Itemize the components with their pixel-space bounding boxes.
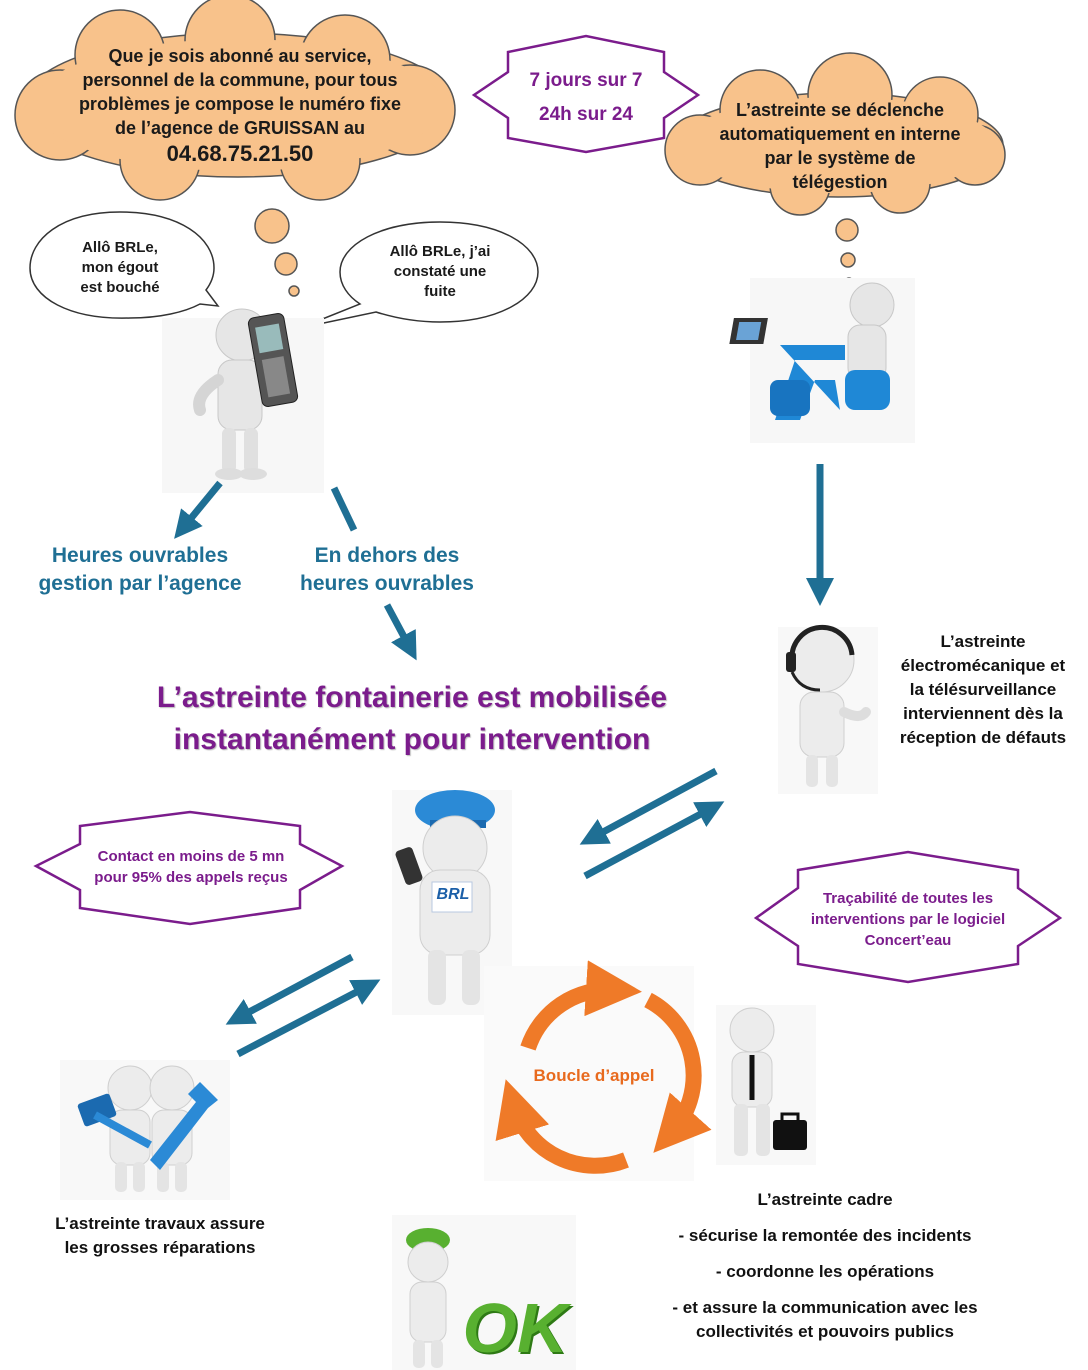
works-line-1: L’astreinte travaux assure: [55, 1214, 265, 1233]
badge-traceability-line-1: Traçabilité de toutes les: [822, 890, 994, 907]
bubble-left-shape: [29, 211, 220, 319]
management-title: L’astreinte cadre: [757, 1190, 893, 1209]
branch-after-hours-line-1: En dehors des: [314, 544, 460, 567]
call-loop-label: Boucle d’appel: [533, 1066, 655, 1085]
management-text: L’astreinte cadre - sécurise la remontée…: [630, 1188, 1020, 1344]
arrow-to-fontainerie: [383, 603, 417, 661]
badge-contact-line-1: Contact en moins de 5 mn: [97, 848, 285, 865]
cloud-right-shape: [664, 52, 1006, 287]
bubble-left-line-2: mon égout: [81, 259, 159, 276]
cloud-right-line-4: télégestion: [792, 172, 888, 192]
cloud-right-line-3: par le système de: [764, 148, 916, 168]
works-team-figure: [60, 1060, 230, 1200]
cloud-right-line-2: automatiquement en interne: [719, 124, 961, 144]
arrow-works-to-brl: [236, 979, 381, 1058]
bubble-right-shape: [299, 221, 539, 329]
bubble-right-line-1: Allô BRLe, j’ai: [389, 243, 491, 260]
arrow-brl-to-works: [225, 953, 354, 1025]
branch-business-hours: Heures ouvrables gestion par l’agence: [20, 542, 260, 598]
badge-traceability-shape: [753, 850, 1063, 984]
branch-business-hours-line-2: gestion par l’agence: [38, 572, 242, 595]
cloud-left-line-1: Que je sois abonné au service,: [108, 46, 372, 66]
badge-traceability-line-2: interventions par le logiciel: [810, 911, 1006, 928]
electromech-line-5: réception de défauts: [899, 728, 1067, 747]
management-item-3b: collectivités et pouvoirs publics: [696, 1322, 954, 1341]
cloud-left-line-3: problèmes je compose le numéro fixe: [78, 94, 402, 114]
main-title-line-1: L’astreinte fontainerie est mobilisée: [156, 681, 668, 714]
electromech-line-2: électromécanique et: [900, 656, 1066, 675]
works-line-2: les grosses réparations: [64, 1238, 256, 1257]
operator-figure: [729, 278, 915, 443]
ok-badge: OK: [462, 1289, 568, 1367]
brl-logo: BRL: [436, 886, 470, 903]
electromech-line-3: la télésurveillance: [909, 680, 1057, 699]
branch-after-hours-line-2: heures ouvrables: [300, 572, 474, 595]
main-title-line-2: instantanément pour intervention: [173, 723, 651, 756]
cloud-right-line-1: L’astreinte se déclenche: [735, 100, 945, 120]
badge-traceability-line-3: Concert’eau: [864, 932, 952, 949]
electromech-text: L’astreinte électromécanique et la télés…: [880, 630, 1086, 750]
badge-availability-text: 7 jours sur 7 24h sur 24: [508, 64, 664, 132]
badge-availability-line-1: 7 jours sur 7: [529, 70, 643, 91]
manager-figure: [716, 1005, 816, 1165]
badge-contact-line-2: pour 95% des appels reçus: [94, 869, 288, 886]
agency-phone-number: 04.68.75.21.50: [166, 141, 314, 166]
ok-figure: [392, 1215, 576, 1370]
caller-figure: [162, 308, 324, 493]
cloud-left-text: Que je sois abonné au service, personnel…: [40, 44, 440, 166]
bubble-right-text: Allô BRLe, j’ai constaté une fuite: [355, 242, 525, 302]
bubble-right-line-2: constaté une: [393, 263, 487, 280]
badge-traceability-text: Traçabilité de toutes les interventions …: [790, 888, 1026, 951]
headset-figure: [778, 624, 878, 794]
electromech-line-1: L’astreinte: [940, 632, 1026, 651]
electromech-line-4: interviennent dès la: [903, 704, 1063, 723]
badge-contact-shape: [33, 810, 345, 926]
call-loop-shape: [484, 960, 712, 1181]
management-item-1: - sécurise la remontée des incidents: [678, 1226, 972, 1245]
cloud-left-line-4: de l’agence de GRUISSAN au: [114, 118, 366, 138]
bubble-left-text: Allô BRLe, mon égout est bouché: [40, 238, 200, 298]
badge-contact-text: Contact en moins de 5 mn pour 95% des ap…: [72, 846, 310, 888]
badge-availability-line-2: 24h sur 24: [539, 104, 633, 125]
management-item-2: - coordonne les opérations: [715, 1262, 935, 1281]
arrow-to-after-hours: [330, 486, 358, 532]
brl-agent-figure: [392, 790, 512, 1015]
badge-availability-shape: [471, 34, 701, 154]
cloud-left-line-2: personnel de la commune, pour tous: [82, 70, 398, 90]
cloud-right-text: L’astreinte se déclenche automatiquement…: [690, 98, 990, 194]
branch-business-hours-line-1: Heures ouvrables: [51, 544, 229, 567]
branch-after-hours: En dehors des heures ouvrables: [280, 542, 494, 598]
main-title: L’astreinte fontainerie est mobilisée in…: [60, 677, 764, 761]
works-text: L’astreinte travaux assure les grosses r…: [20, 1212, 300, 1260]
cloud-left-shape: [14, 0, 456, 297]
bubble-right-line-3: fuite: [424, 283, 456, 300]
bubble-left-line-1: Allô BRLe,: [82, 239, 158, 256]
arrow-headset-to-brl: [579, 767, 718, 845]
management-item-3a: - et assure la communication avec les: [672, 1298, 978, 1317]
bubble-left-line-3: est bouché: [80, 279, 160, 296]
arrow-brl-to-headset: [583, 801, 725, 880]
arrow-to-business-hours: [174, 480, 223, 539]
